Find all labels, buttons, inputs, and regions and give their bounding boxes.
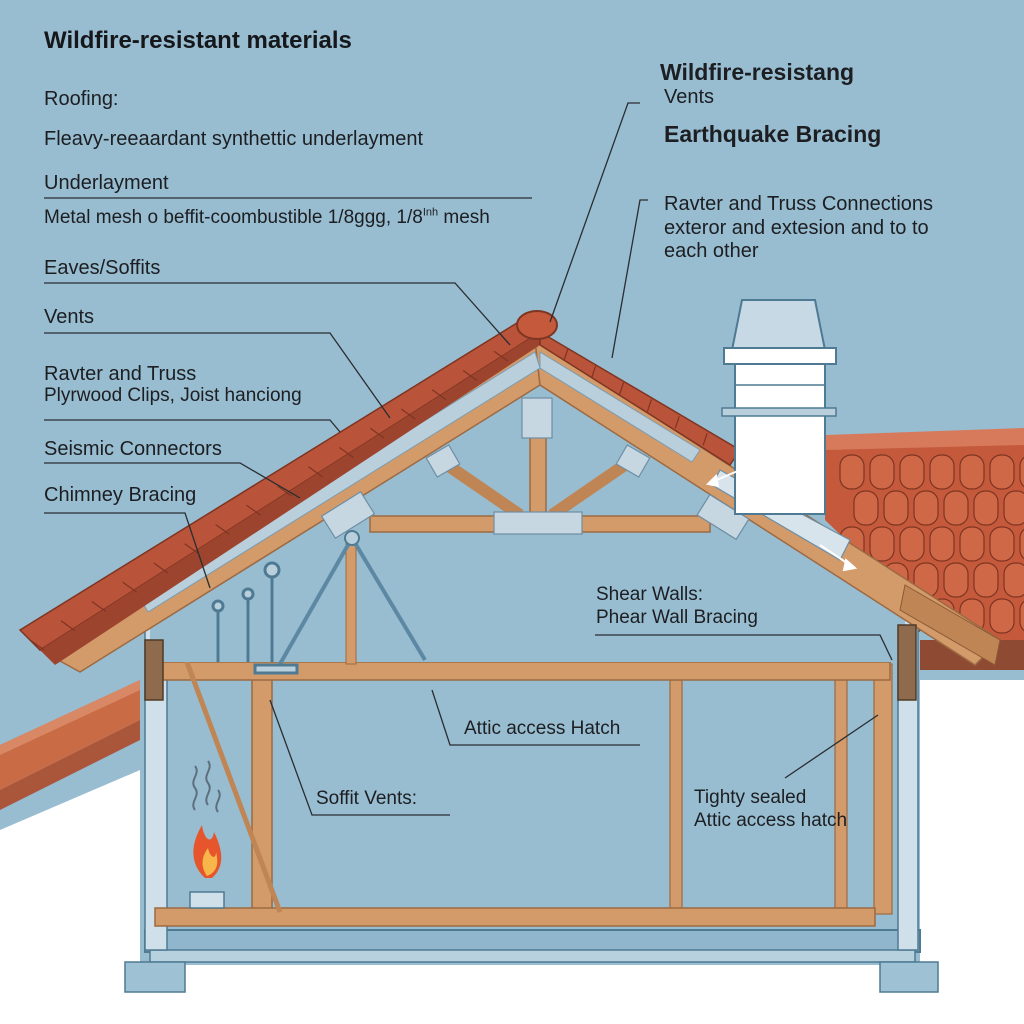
label-shear-walls: Shear Walls:: [596, 584, 703, 605]
label-eaves-soffits: Eaves/Soffits: [44, 257, 161, 279]
label-rafter-truss: Ravter and Truss: [44, 363, 197, 385]
strut-pivot: [344, 530, 360, 546]
foundation: [144, 929, 921, 953]
roof-tiles-right: [539, 330, 742, 467]
gusset-right-web: [615, 444, 651, 478]
label-metal-mesh: Metal mesh o beffit-coombustible 1/8ggg,…: [44, 206, 490, 229]
hold-down-right: [897, 624, 917, 701]
underlayment-strip-right: [539, 351, 701, 463]
floor-vent: [189, 891, 225, 909]
floor-beam: [154, 907, 876, 927]
stud-3: [834, 679, 848, 913]
truss-web-right: [548, 455, 636, 520]
label-soffit-vents: Soffit Vents:: [316, 788, 418, 809]
chimney-cap-band: [723, 347, 837, 365]
chimney-cap-top: [730, 299, 827, 351]
stud-4: [873, 663, 893, 915]
airflow-arrows: [705, 469, 858, 572]
label-tightly-sealed: Tighty sealed: [694, 787, 807, 808]
label-rafter-connections-2: exteror and extesion and to to: [664, 217, 929, 239]
label-chimney-bracing: Chimney Bracing: [44, 484, 197, 506]
gusset-left-web: [425, 444, 461, 478]
label-underlayment: Underlayment: [44, 172, 169, 194]
stud-2: [669, 679, 683, 913]
left-lower-roof: [0, 680, 140, 810]
attic-fill: [150, 360, 905, 662]
label-metal-mesh-prefix: Metal mesh o beffit-coombustible 1/8ggg,…: [44, 207, 423, 228]
fascia-right: [899, 584, 1001, 666]
page-title: Wildfire-resistant materials: [44, 27, 352, 54]
ridge-cap: [516, 310, 558, 340]
label-earthquake-bracing: Earthquake Bracing: [664, 121, 882, 147]
gusset-left-heel: [320, 490, 376, 540]
label-wildfire-vents-title: Wildfire-resistang: [660, 59, 855, 85]
label-rafter-connections-1: Ravter and Truss Connections: [664, 193, 934, 215]
label-shear-wall-bracing: Phear Wall Bracing: [596, 607, 758, 628]
chimney-body: [734, 363, 826, 515]
footing-left: [124, 961, 186, 993]
label-attic-access-hatch: Attic access Hatch: [464, 718, 621, 739]
ground-white: [0, 770, 140, 1024]
leader-lines: [44, 102, 893, 816]
label-plywood-clips: Plyrwood Clips, Joist hanciong: [44, 385, 302, 406]
gusset-right-heel: [696, 493, 750, 541]
foundation-base: [149, 949, 916, 963]
chimney-brace-band: [721, 407, 837, 417]
attic-post: [345, 539, 357, 665]
house-wall-fill: [150, 630, 915, 945]
chimney-group: [721, 299, 837, 515]
seismic-strut-b: [350, 536, 427, 662]
footing-right: [879, 961, 939, 993]
label-rafter-connections-3: each other: [664, 240, 759, 262]
label-wildfire-vents-sub: Vents: [664, 86, 715, 108]
label-underlayment-material: Fleavy-reeaardant synthettic underlaymen…: [44, 128, 424, 150]
label-metal-mesh-sup: Inh: [422, 206, 439, 219]
seismic-strut-a: [278, 537, 354, 665]
label-sealed-hatch: Attic access hatch: [694, 810, 848, 831]
gusset-center: [493, 511, 583, 535]
truss-web-left: [436, 455, 524, 520]
label-seismic-connectors: Seismic Connectors: [44, 438, 222, 460]
hold-down-left: [144, 639, 164, 701]
label-metal-mesh-suffix: mesh: [438, 207, 490, 228]
seismic-connectors: [211, 561, 299, 675]
label-roofing: Roofing:: [44, 88, 119, 110]
smoke-icon: [192, 760, 221, 813]
flame-icon: [193, 825, 222, 878]
gusset-top: [521, 397, 553, 439]
ground-white-right: [920, 680, 1024, 1024]
label-vents: Vents: [44, 306, 95, 328]
wall-diagonal-brace: [172, 629, 283, 913]
